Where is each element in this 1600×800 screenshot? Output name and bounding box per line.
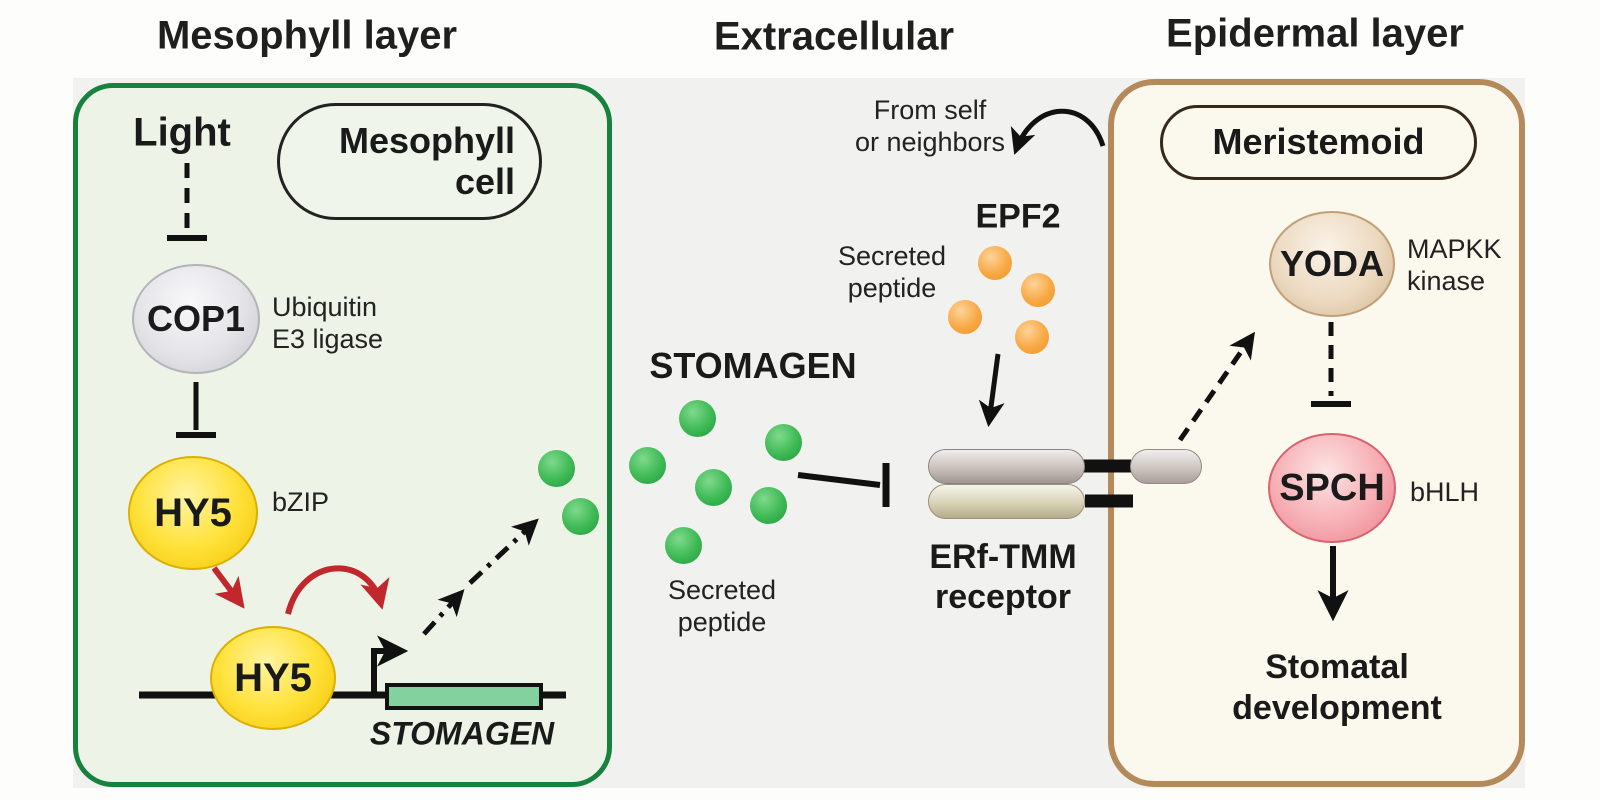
epf2-label: EPF2: [975, 197, 1061, 236]
section-title-mesophyll-layer: Mesophyll layer: [156, 13, 458, 58]
cop1-note: Ubiquitin E3 ligase: [272, 292, 384, 354]
spch-note: bHLH: [1410, 477, 1480, 507]
stomagen-peptide-dot: [562, 498, 599, 535]
stomagen-label: STOMAGEN: [649, 345, 857, 386]
stomagen-peptide-dot: [765, 424, 802, 461]
receptor-capsule-top: [928, 449, 1085, 484]
stomagen-peptide-dot: [665, 527, 702, 564]
stomagen-peptide-dot: [629, 447, 666, 484]
stomagen-gene-box: [385, 683, 543, 710]
receptor-label: ERf-TMM receptor: [929, 537, 1077, 616]
hy5-promoter-node: HY5: [210, 626, 336, 730]
yoda-note: MAPKK kinase: [1407, 234, 1502, 296]
meristemoid-pill: Meristemoid: [1160, 105, 1477, 180]
stomagen-peptide-dot: [750, 487, 787, 524]
epf2-peptide-dot: [978, 246, 1012, 280]
spch-node: SPCH: [1268, 433, 1396, 543]
cop1-node: COP1: [132, 264, 260, 374]
receptor-capsule-intracellular: [1130, 449, 1202, 484]
epf2-peptide-dot: [948, 300, 982, 334]
receptor-capsule-bottom: [928, 484, 1085, 519]
mesophyll-cell-pill: Mesophyll cell: [277, 103, 542, 220]
stomagen-peptide-dot: [538, 450, 575, 487]
epf2-peptide-dot: [1021, 273, 1055, 307]
section-title-epidermal-layer: Epidermal layer: [1166, 11, 1464, 56]
stomagen-gene-label: STOMAGEN: [369, 715, 555, 752]
hy5-node: HY5: [128, 456, 258, 570]
stomagen-peptide-dot: [679, 400, 716, 437]
hy5-note: bZIP: [272, 487, 330, 517]
stomagen-secreted-note: Secreted peptide: [667, 575, 777, 637]
section-title-extracellular: Extracellular: [713, 14, 955, 59]
stomagen-peptide-dot: [695, 469, 732, 506]
from-self-note: From self or neighbors: [854, 95, 1006, 157]
epf2-secreted-note: Secreted peptide: [837, 241, 947, 303]
meristemoid-cell-box: [1108, 79, 1525, 787]
light-label: Light: [133, 110, 231, 155]
stomatal-development-label: Stomatal development: [1232, 648, 1442, 727]
yoda-node: YODA: [1269, 211, 1395, 317]
epf2-peptide-dot: [1015, 320, 1049, 354]
